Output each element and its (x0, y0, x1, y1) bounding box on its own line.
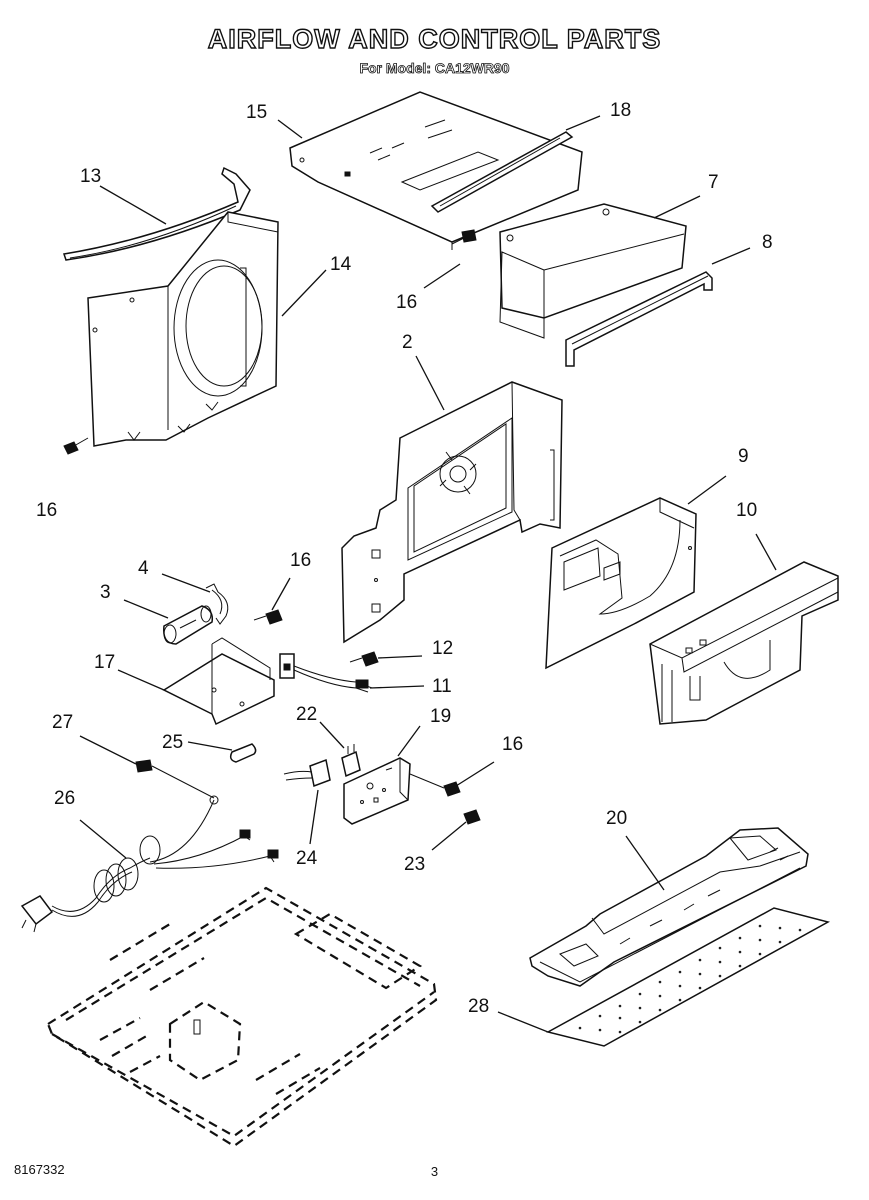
screw-16-left (63, 437, 89, 455)
part-4-strap (205, 583, 229, 625)
part-27-ground-screw (135, 759, 219, 805)
callout-labels: 15 18 13 7 14 8 16 2 16 9 10 4 16 3 12 1… (36, 100, 773, 1017)
part-7-control-cover (499, 203, 687, 339)
callout-17: 17 (94, 652, 115, 673)
leader-lines (79, 115, 777, 1033)
callout-14: 14 (330, 254, 352, 275)
part-25-sleeve (229, 743, 257, 763)
part-17-bracket (162, 637, 275, 726)
part-14-fan-shroud (87, 211, 279, 447)
part-18-strip (430, 131, 574, 213)
part-9-scroll-housing (545, 497, 697, 670)
part-26-power-cord (20, 799, 279, 933)
callout-3: 3 (100, 582, 111, 603)
callout-16-left: 16 (36, 500, 57, 521)
part-22-switch (341, 744, 361, 778)
callout-27: 27 (52, 712, 73, 733)
callout-2: 2 (402, 332, 413, 353)
screw-23 (463, 809, 481, 825)
callout-15: 15 (246, 102, 267, 123)
part-28-filter (545, 907, 831, 1047)
part-3-capacitor (163, 605, 214, 645)
part-24-selector (283, 758, 331, 788)
part-20-base-pan (529, 827, 809, 987)
part-2-partition (341, 381, 563, 644)
screw-16-capacitor (253, 609, 283, 625)
page-number: 3 (430, 1164, 439, 1179)
part-19-control-panel (343, 757, 411, 825)
callout-16-top: 16 (396, 292, 417, 313)
model-subtitle: For Model: CA12WR90 (359, 60, 510, 77)
part-12-screw (349, 651, 379, 667)
callout-18: 18 (610, 100, 631, 121)
callout-12: 12 (432, 638, 453, 659)
screw-16-top (451, 229, 477, 245)
callout-13: 13 (80, 166, 101, 187)
callout-16-capacitor: 16 (290, 550, 311, 571)
callout-11: 11 (432, 676, 452, 697)
part-11-sensor (279, 653, 373, 693)
callout-25: 25 (162, 732, 183, 753)
callout-26: 26 (54, 788, 75, 809)
callout-23: 23 (404, 854, 425, 875)
callout-20: 20 (606, 808, 627, 829)
callout-22: 22 (296, 704, 317, 725)
callout-7: 7 (708, 172, 719, 193)
part-10-support (649, 561, 839, 725)
callout-19: 19 (430, 706, 451, 727)
dashed-base-chassis (46, 886, 438, 1148)
page-title: AIRFLOW AND CONTROL PARTS (207, 23, 662, 54)
callout-10: 10 (736, 500, 757, 521)
callout-16-panel: 16 (502, 734, 523, 755)
document-number: 8167332 (14, 1162, 65, 1177)
callout-28: 28 (468, 996, 489, 1017)
screw-16-panel (409, 773, 461, 797)
callout-4: 4 (138, 558, 149, 579)
part-8-bracket (565, 271, 713, 367)
part-13-gasket (63, 166, 251, 261)
callout-24: 24 (296, 848, 318, 869)
callout-8: 8 (762, 232, 773, 253)
part-15-top-panel (289, 91, 583, 250)
callout-9: 9 (738, 446, 749, 467)
